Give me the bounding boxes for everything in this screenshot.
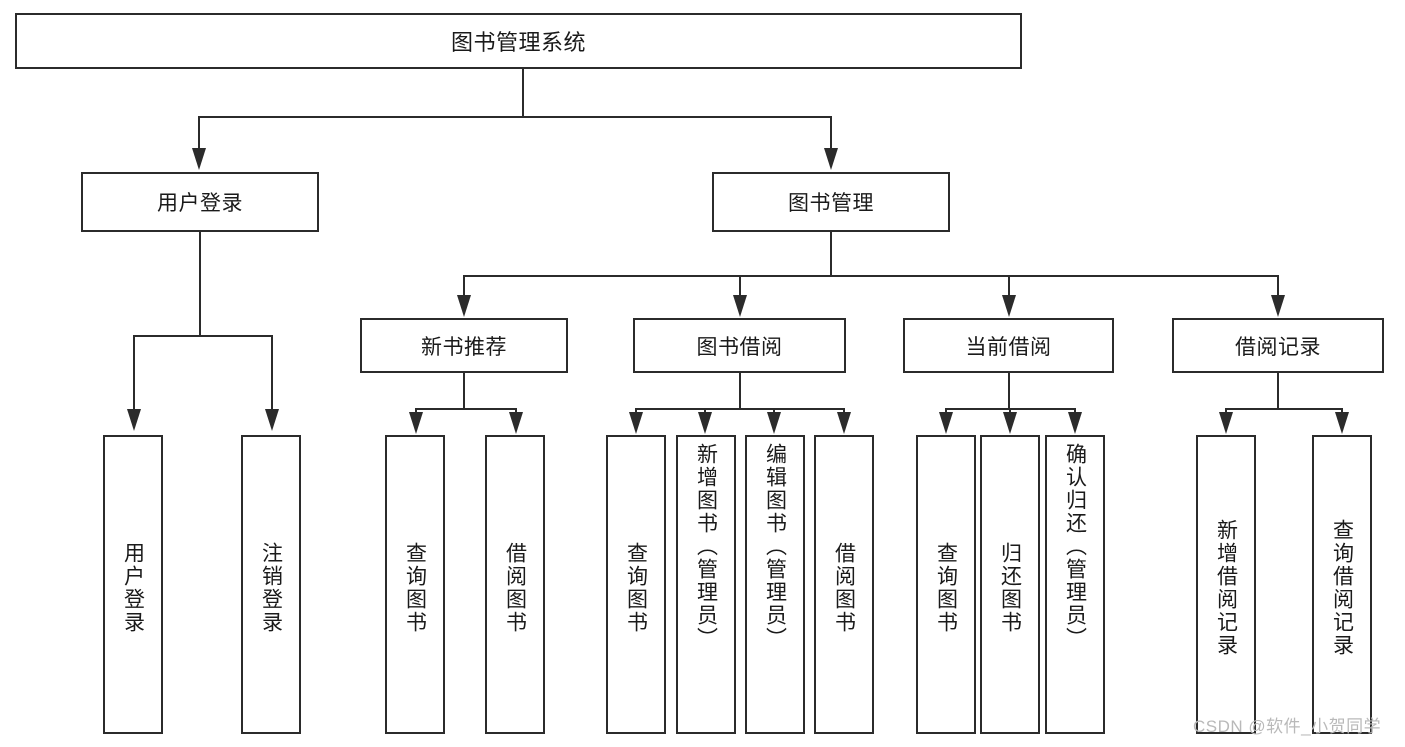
edge-book-management-stem xyxy=(830,232,832,276)
arrow-down-icon xyxy=(698,412,712,434)
leaf-new-book-query-book[interactable]: 查询图书 xyxy=(385,435,445,734)
edge-book-borrow-bar xyxy=(635,408,844,410)
leaf-user-login-logout[interactable]: 注销登录 xyxy=(241,435,301,734)
edge-user-login-to-leaf-2 xyxy=(271,335,273,411)
arrow-down-icon xyxy=(1003,412,1017,434)
arrow-down-icon xyxy=(939,412,953,434)
arrow-down-icon xyxy=(265,409,279,431)
edge-user-login-bar xyxy=(133,335,273,337)
watermark-text: CSDN @软件_小贺同学 xyxy=(1193,717,1382,736)
edge-bm-to-new-book xyxy=(463,275,465,297)
leaf-borrow-record-add-record[interactable]: 新增借阅记录 xyxy=(1196,435,1256,734)
edge-user-login-stem xyxy=(199,232,201,336)
edge-root-bar xyxy=(198,116,832,118)
arrow-down-icon xyxy=(1335,412,1349,434)
node-book-borrow[interactable]: 图书借阅 xyxy=(633,318,846,373)
arrow-down-icon xyxy=(457,295,471,317)
arrow-down-icon xyxy=(1068,412,1082,434)
leaf-current-borrow-confirm-return-admin[interactable]: 确认归还（管理员） xyxy=(1045,435,1105,734)
node-new-book-recommend[interactable]: 新书推荐 xyxy=(360,318,568,373)
arrow-down-icon xyxy=(409,412,423,434)
arrow-down-icon xyxy=(1271,295,1285,317)
arrow-down-icon xyxy=(509,412,523,434)
node-user-login[interactable]: 用户登录 xyxy=(81,172,319,232)
edge-root-to-user-login xyxy=(198,116,200,150)
leaf-book-borrow-edit-book-admin[interactable]: 编辑图书（管理员） xyxy=(745,435,805,734)
leaf-book-borrow-add-book-admin[interactable]: 新增图书（管理员） xyxy=(676,435,736,734)
leaf-user-login-login[interactable]: 用户登录 xyxy=(103,435,163,734)
edge-borrow-record-stem xyxy=(1277,373,1279,409)
node-book-management[interactable]: 图书管理 xyxy=(712,172,950,232)
leaf-book-borrow-borrow-book[interactable]: 借阅图书 xyxy=(814,435,874,734)
edge-book-management-bar xyxy=(463,275,1278,277)
node-borrow-record[interactable]: 借阅记录 xyxy=(1172,318,1384,373)
edge-user-login-to-leaf-1 xyxy=(133,335,135,411)
arrow-down-icon xyxy=(1002,295,1016,317)
leaf-current-borrow-return-book[interactable]: 归还图书 xyxy=(980,435,1040,734)
arrow-down-icon xyxy=(192,148,206,170)
arrow-down-icon xyxy=(127,409,141,431)
leaf-current-borrow-query-book[interactable]: 查询图书 xyxy=(916,435,976,734)
edge-bm-to-current-borrow xyxy=(1008,275,1010,297)
edge-current-borrow-stem xyxy=(1008,373,1010,409)
edge-root-stem xyxy=(522,69,524,117)
node-current-borrow[interactable]: 当前借阅 xyxy=(903,318,1114,373)
arrow-down-icon xyxy=(1219,412,1233,434)
node-root-library-management-system[interactable]: 图书管理系统 xyxy=(15,13,1022,69)
edge-root-to-book-management xyxy=(830,116,832,150)
edge-new-book-stem xyxy=(463,373,465,409)
arrow-down-icon xyxy=(767,412,781,434)
edge-new-book-bar xyxy=(415,408,517,410)
edge-bm-to-book-borrow xyxy=(739,275,741,297)
edge-book-borrow-stem xyxy=(739,373,741,409)
arrow-down-icon xyxy=(837,412,851,434)
edge-borrow-record-bar xyxy=(1225,408,1342,410)
leaf-new-book-borrow-book[interactable]: 借阅图书 xyxy=(485,435,545,734)
arrow-down-icon xyxy=(824,148,838,170)
edge-bm-to-borrow-record xyxy=(1277,275,1279,297)
arrow-down-icon xyxy=(733,295,747,317)
arrow-down-icon xyxy=(629,412,643,434)
leaf-borrow-record-query-record[interactable]: 查询借阅记录 xyxy=(1312,435,1372,734)
leaf-book-borrow-query-book[interactable]: 查询图书 xyxy=(606,435,666,734)
